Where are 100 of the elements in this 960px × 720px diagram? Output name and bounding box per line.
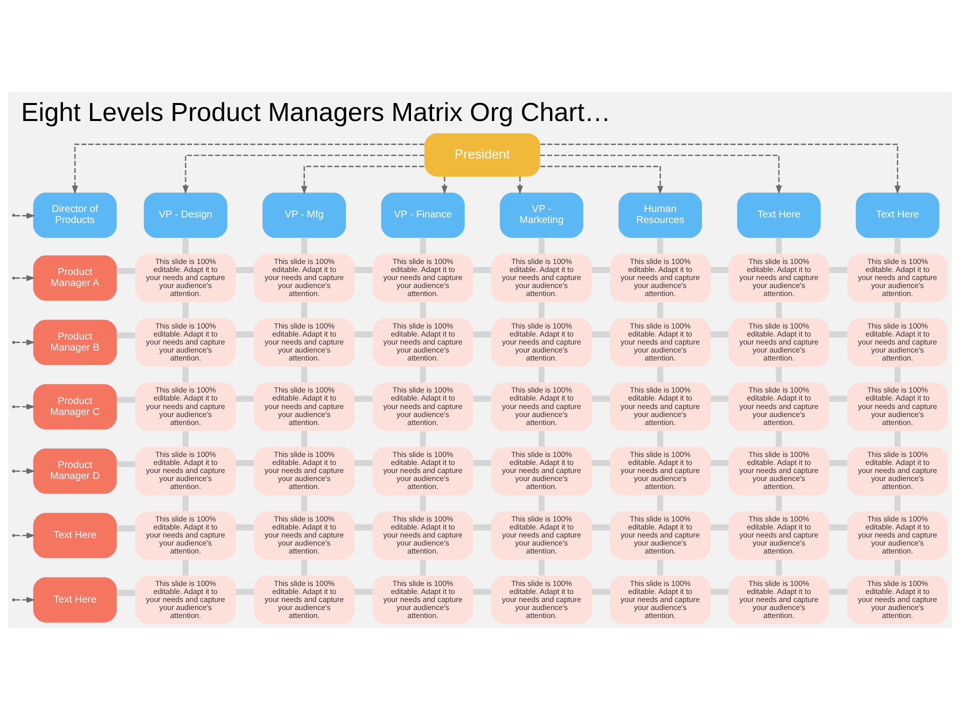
arrow: [15, 532, 36, 539]
node-box: Text Here: [33, 577, 117, 622]
connector: [420, 366, 426, 382]
connector: [182, 238, 189, 254]
connector: [710, 460, 728, 466]
connector: [354, 588, 372, 595]
connector: [894, 431, 901, 447]
connector: [592, 460, 610, 466]
node-box: Director of Products: [33, 192, 117, 238]
connector: [420, 431, 426, 447]
connector: [894, 560, 901, 576]
connector: [182, 431, 189, 447]
connector: [829, 460, 848, 466]
connector: [538, 431, 545, 447]
diagram-title: Eight Levels Product Managers Matrix Org Chart…: [21, 96, 611, 127]
connector: [420, 495, 426, 512]
connector: [116, 268, 136, 274]
connector: [538, 560, 545, 576]
connector: [894, 495, 901, 512]
connector: [776, 495, 782, 512]
connector: [354, 396, 372, 402]
arrow: [540, 166, 664, 194]
connector: [894, 302, 901, 318]
connector: [420, 560, 426, 576]
connector: [829, 396, 848, 402]
connector: [236, 396, 254, 402]
connector: [301, 366, 308, 382]
node-box: Text Here: [856, 192, 940, 238]
node-box: Product Manager A: [33, 255, 117, 301]
connector: [301, 560, 308, 576]
connector: [116, 396, 136, 403]
connector: [116, 590, 136, 596]
connector: [829, 331, 848, 338]
connector: [182, 560, 189, 576]
connector: [657, 495, 664, 512]
connector: [473, 331, 492, 338]
connector: [182, 366, 189, 382]
node-box: Text Here: [33, 512, 117, 558]
arrow: [15, 596, 36, 603]
arrow: [15, 339, 36, 346]
node-box: VP - Mfg: [262, 192, 346, 238]
connector: [710, 331, 728, 338]
connector: [473, 266, 492, 274]
connector: [829, 524, 848, 530]
connector: [657, 431, 664, 447]
connector: [236, 460, 254, 466]
arrow: [15, 212, 36, 219]
arrow: [15, 468, 36, 474]
connector: [116, 461, 136, 468]
connector: [829, 266, 848, 274]
arrow: [15, 404, 36, 410]
connector: [473, 588, 492, 595]
connector: [236, 524, 254, 530]
connector: [236, 266, 254, 274]
node-box: Human Resources: [618, 192, 702, 238]
arrow: [301, 166, 424, 194]
connector: [236, 588, 254, 595]
connector: [354, 266, 372, 274]
node-box: Product Manager D: [33, 448, 117, 494]
connector: [420, 238, 426, 254]
connector: [354, 460, 372, 466]
arrow: [540, 154, 782, 194]
connector: [301, 495, 308, 512]
connector: [301, 431, 308, 447]
connector: [657, 560, 664, 576]
connector: [592, 524, 610, 530]
connector: [592, 588, 610, 595]
connector: [420, 302, 426, 318]
arrow: [182, 154, 424, 194]
connector: [538, 238, 545, 254]
node-box: President: [424, 133, 540, 176]
connector: [829, 588, 848, 595]
connector: [657, 238, 664, 254]
arrow: [540, 144, 901, 194]
node-box: VP - Finance: [381, 192, 465, 238]
connector: [657, 366, 664, 382]
connector: [354, 524, 372, 530]
connector: [116, 525, 136, 532]
connector: [182, 302, 189, 318]
connector: [116, 332, 136, 338]
connector: [776, 238, 782, 254]
connector: [538, 366, 545, 382]
connector: [894, 238, 901, 254]
connector: [301, 238, 308, 254]
connector: [538, 302, 545, 318]
connector: [776, 302, 782, 318]
connector: [182, 495, 189, 512]
connector: [710, 396, 728, 402]
node-box: VP - Design: [144, 192, 228, 238]
connector: [776, 431, 782, 447]
connector: [776, 560, 782, 576]
connector: [473, 396, 492, 402]
arrow: [72, 144, 424, 194]
node-box: VP - Marketing: [500, 192, 584, 238]
connector: [657, 302, 664, 318]
connector: [592, 331, 610, 338]
node-box: Product Manager C: [33, 384, 117, 430]
connector: [301, 302, 308, 318]
connector: [592, 266, 610, 274]
node-box: Text Here: [737, 192, 821, 238]
